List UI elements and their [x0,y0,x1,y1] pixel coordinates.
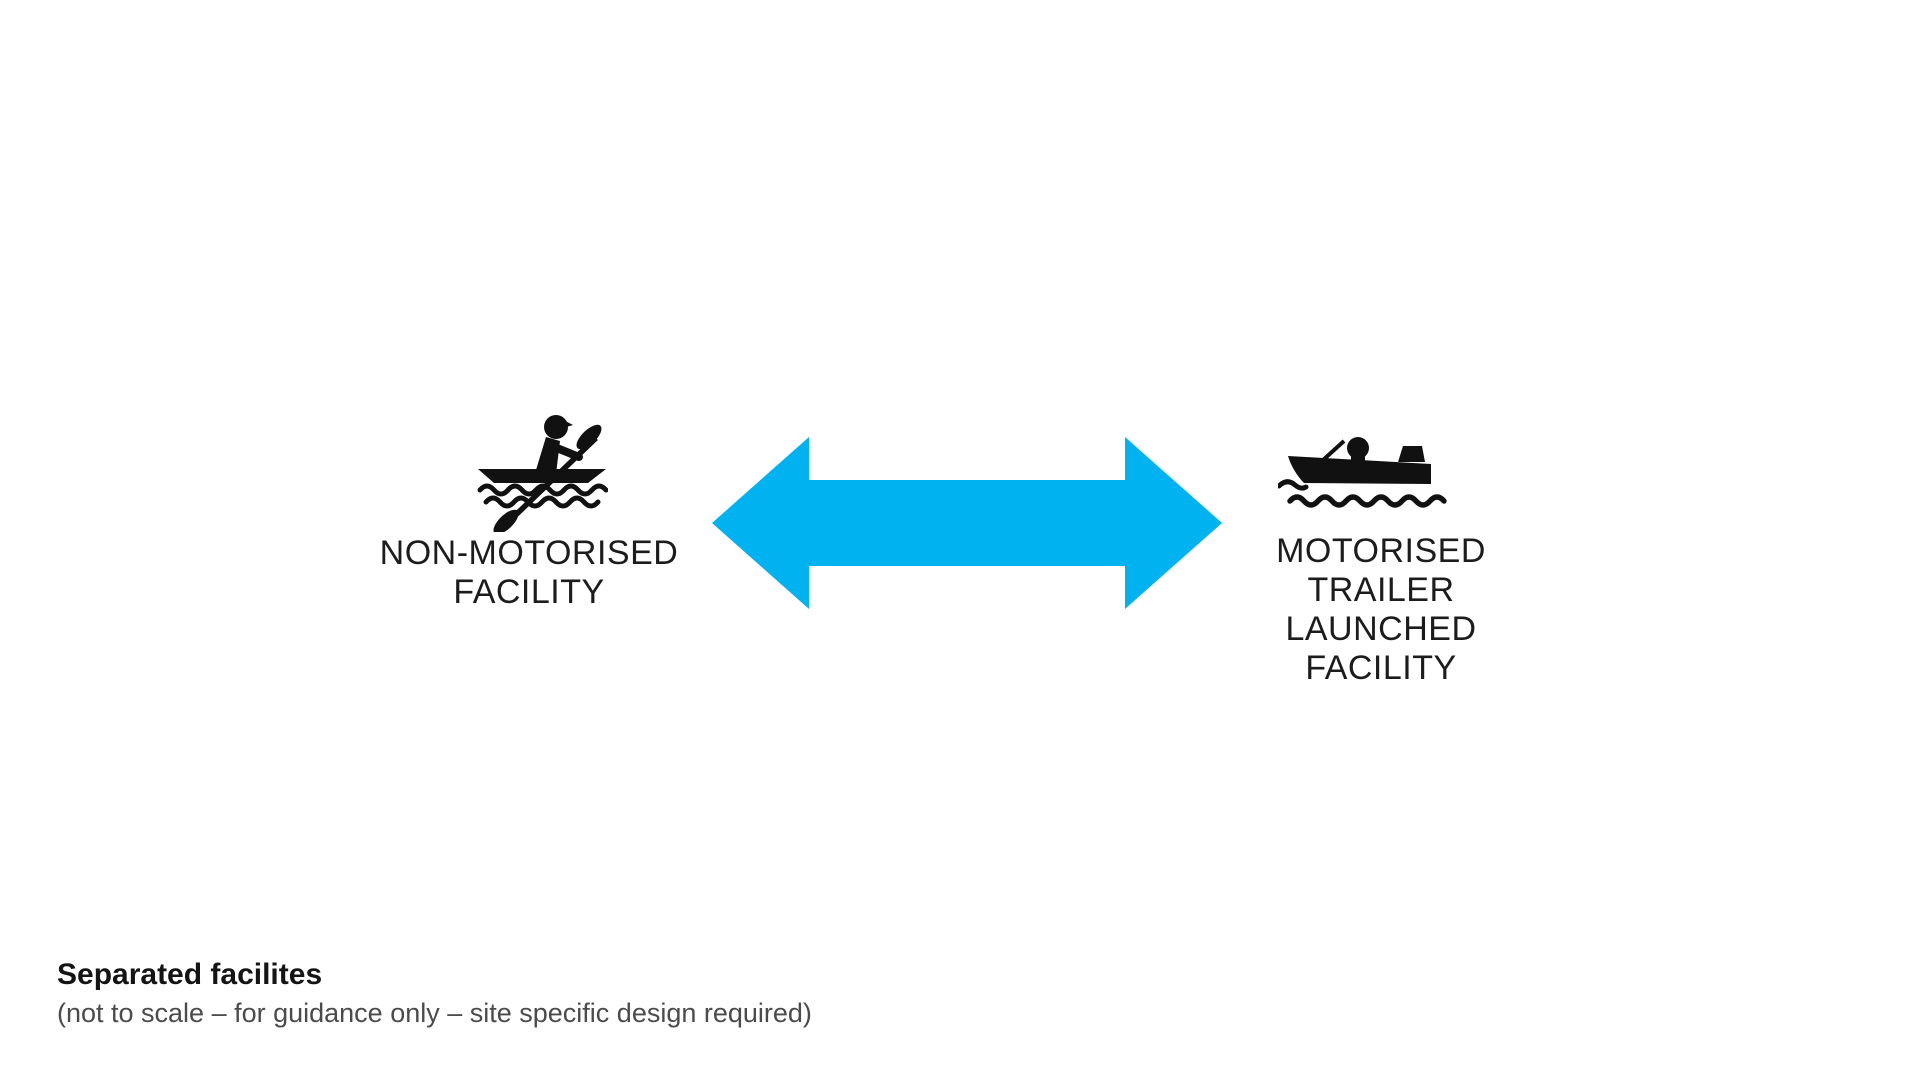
motorised-trailer-launched-facility-label: MOTORISED TRAILER LAUNCHED FACILITY [1171,532,1591,688]
label-line: FACILITY [453,573,605,611]
label-line: TRAILER [1307,571,1455,609]
double-arrow-shape [712,437,1222,609]
caption-title: Separated facilites [57,958,323,991]
double-arrow-icon [712,437,1222,609]
label-line: NON-MOTORISED [379,534,679,572]
kayaker-icon [476,412,609,535]
motorboat-icon [1276,433,1448,518]
label-line: FACILITY [1305,649,1457,687]
caption-subtitle: (not to scale – for guidance only – site… [57,998,812,1028]
label-line: LAUNCHED [1285,610,1477,648]
caption-block: Separated facilites (not to scale – for … [57,957,812,1031]
non-motorised-facility-label: NON-MOTORISED FACILITY [319,534,739,612]
label-line: MOTORISED [1276,532,1486,570]
